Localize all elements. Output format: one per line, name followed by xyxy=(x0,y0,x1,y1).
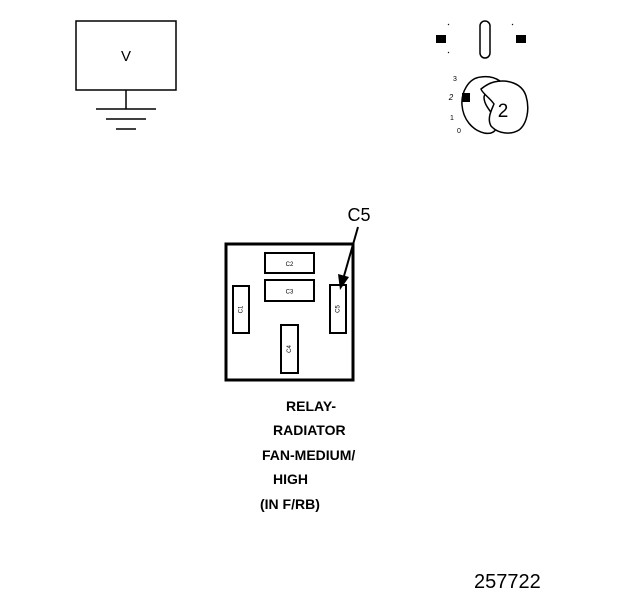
cavity-label-c3: C3 xyxy=(286,290,294,296)
pointer-arrowhead xyxy=(338,274,349,290)
switch-selected-position: 2 xyxy=(498,101,509,122)
relay-caption-line-4: HIGH xyxy=(273,471,308,487)
cavity-label-c1: C1 xyxy=(239,305,245,313)
relay-housing xyxy=(224,242,355,382)
tick-mark-bottom-left xyxy=(447,51,450,54)
cavity-c5 xyxy=(329,284,347,334)
terminal-left xyxy=(436,35,446,43)
cavity-c4 xyxy=(280,324,299,374)
terminal-right xyxy=(516,35,526,43)
switch-position-label: 2 xyxy=(448,93,454,102)
ignition-switch: 3 2 1 0 2 xyxy=(436,20,529,135)
tick-mark-top-right xyxy=(511,23,514,26)
switch-contact xyxy=(462,93,470,102)
relay-caption-line-2: RADIATOR xyxy=(273,422,346,438)
relay-caption-line-3: FAN-MEDIUM/ xyxy=(262,447,356,463)
figure-number: 257722 xyxy=(474,571,541,593)
cavity-c1 xyxy=(232,285,250,334)
relay-connector: C2 C3 C1 C5 C4 C5 xyxy=(224,205,371,382)
switch-position-label: 3 xyxy=(453,76,457,83)
voltmeter-symbol: V xyxy=(121,48,131,65)
terminal-center-slot xyxy=(479,20,491,59)
pointer-label-c5: C5 xyxy=(347,205,370,225)
cavity-label-c5: C5 xyxy=(336,305,342,313)
voltmeter: V xyxy=(75,20,177,130)
cavity-label-c2: C2 xyxy=(286,262,294,268)
relay-caption-line-1: RELAY- xyxy=(286,398,337,414)
cavity-c3 xyxy=(264,279,315,302)
switch-position-label: 0 xyxy=(457,128,461,135)
tick-mark-top-left xyxy=(447,23,450,26)
switch-position-label: 1 xyxy=(450,115,454,122)
relay-caption-line-5: (IN F/RB) xyxy=(260,496,320,512)
cavity-c2 xyxy=(264,252,315,274)
switch-key-outline xyxy=(480,80,529,134)
pointer-arrow-shaft xyxy=(343,226,359,277)
cavity-label-c4: C4 xyxy=(287,345,293,353)
